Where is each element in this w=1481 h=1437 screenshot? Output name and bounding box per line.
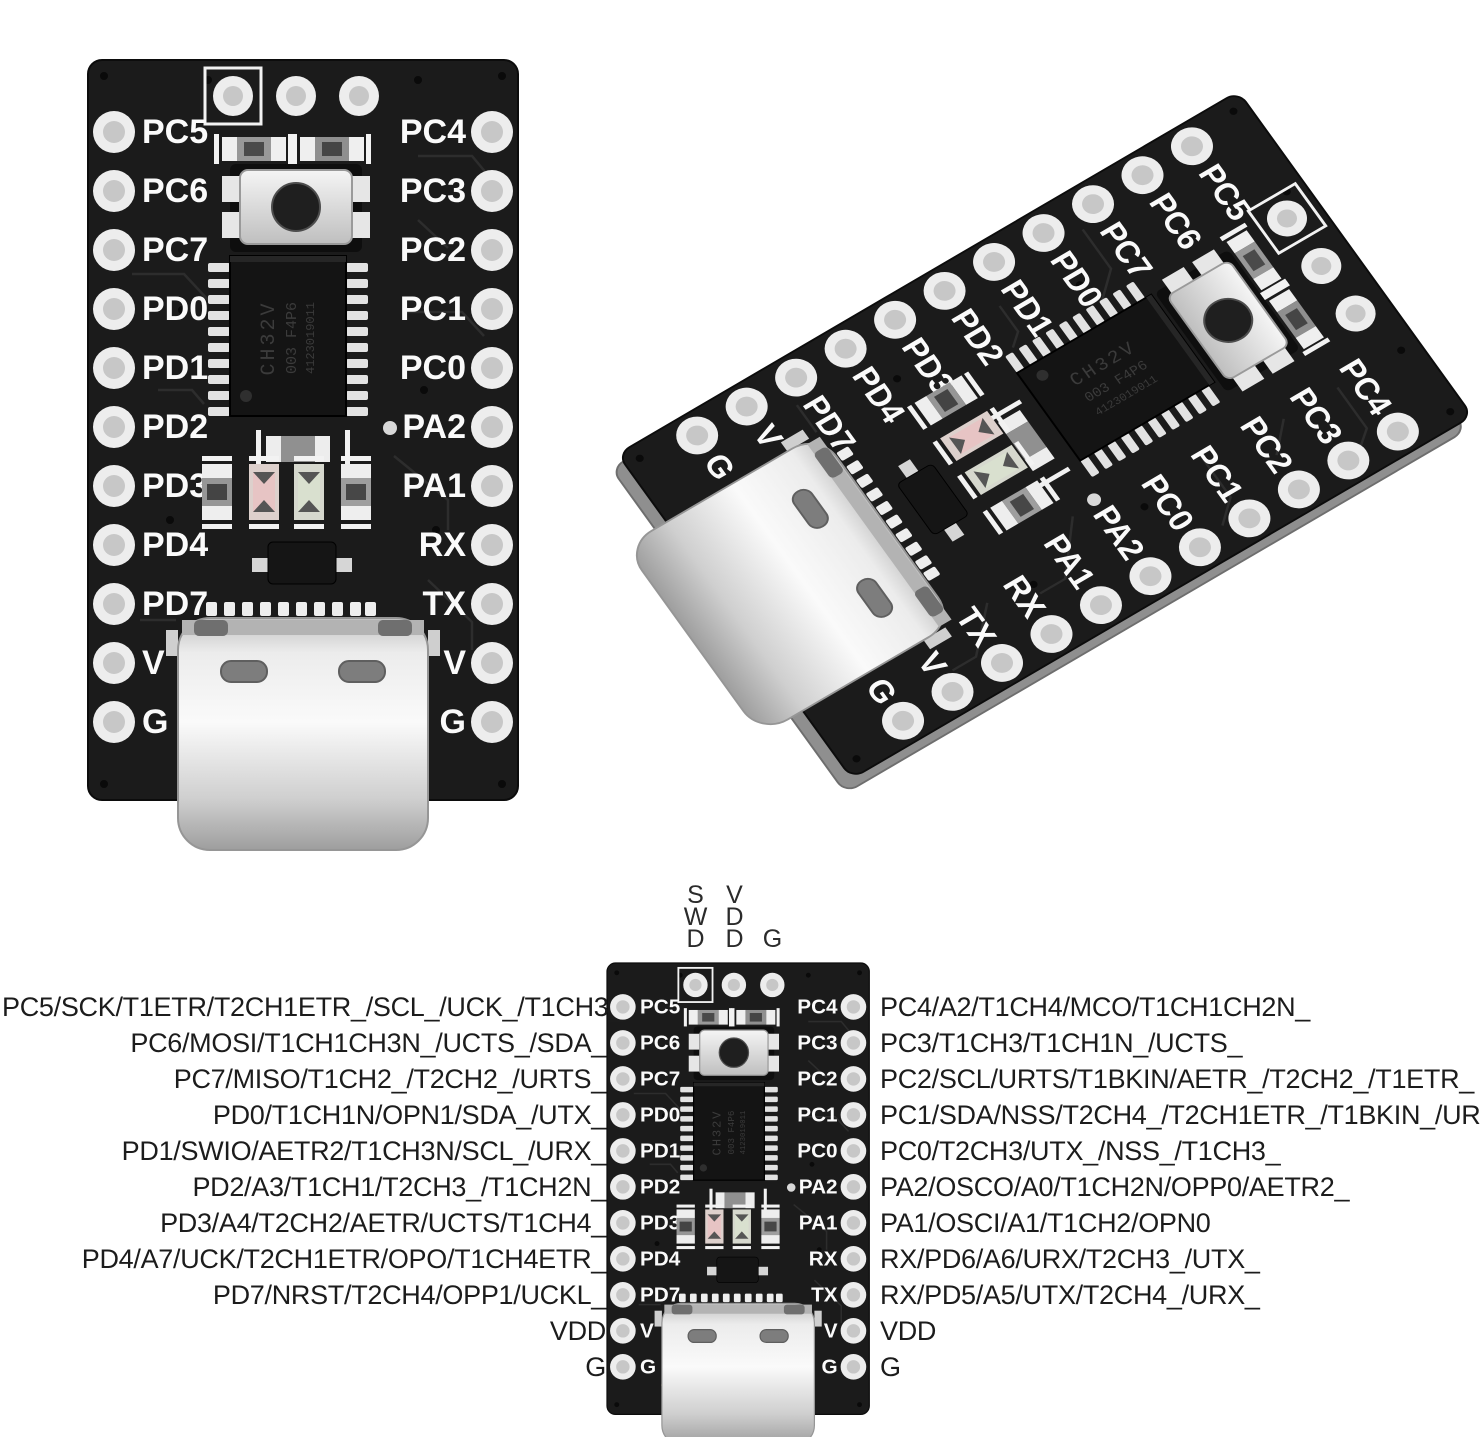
- pin-function-label: PD7/NRST/T2CH4/OPP1/UCKL_: [212, 1280, 606, 1310]
- pinout-top-label-vdd: VDD: [725, 881, 744, 953]
- board-angled-view: [574, 89, 1474, 805]
- pin-function-label: PD2/A3/T1CH1/T2CH3_/T1CH2N_: [192, 1172, 606, 1202]
- pin-function-label: PA1/OSCI/A1/T1CH2/OPN0: [880, 1208, 1211, 1238]
- pin-function-label: G: [585, 1352, 606, 1382]
- pin-function-label: PC2/SCL/URTS/T1BKIN/AETR_/T2CH2_/T1ETR_: [880, 1064, 1474, 1094]
- board-front-view: [86, 58, 520, 852]
- pin-function-label: VDD: [549, 1316, 606, 1346]
- pin-function-label: PC1/SDA/NSS/T2CH4_/T2CH1ETR_/T1BKIN_/URX…: [880, 1100, 1481, 1130]
- pin-function-label: PD4/A7/UCK/T2CH1ETR/OPO/T1CH4ETR_: [81, 1244, 607, 1274]
- pin-function-label: PC5/SCK/T1ETR/T2CH1ETR_/SCL_/UCK_/T1CH3_: [2, 992, 624, 1022]
- pin-function-label: VDD: [880, 1316, 937, 1346]
- pin-function-label: RX/PD6/A6/URX/T2CH3_/UTX_: [880, 1244, 1260, 1274]
- pin-function-label: PD0/T1CH1N/OPN1/SDA_/UTX_: [212, 1100, 606, 1130]
- pin-function-label: PD3/A4/T2CH2/AETR/UCTS/T1CH4_: [160, 1208, 606, 1238]
- pinout-top-label-swd: SWD: [683, 881, 708, 953]
- board-pinout-view: [606, 962, 871, 1437]
- pin-function-label: PC4/A2/T1CH4/MCO/T1CH1CH2N_: [880, 992, 1311, 1022]
- pin-function-label: PA2/OSCO/A0/T1CH2N/OPP0/AETR2_: [880, 1172, 1350, 1202]
- pin-function-label: PC7/MISO/T1CH2_/T2CH2_/URTS_: [173, 1064, 607, 1094]
- pin-function-label: PC0/T2CH3/UTX_/NSS_/T1CH3_: [880, 1136, 1281, 1166]
- pin-function-label: RX/PD5/A5/UTX/T2CH4_/URX_: [880, 1280, 1260, 1310]
- pinout-top-label-g: G: [762, 925, 783, 953]
- pin-function-label: PC3/T1CH3/T1CH1N_/UCTS_: [880, 1028, 1243, 1058]
- pin-function-label: PC6/MOSI/T1CH1CH3N_/UCTS_/SDA_: [130, 1028, 606, 1058]
- pin-function-label: G: [880, 1352, 901, 1382]
- pin-function-label: PD1/SWIO/AETR2/T1CH3N/SCL_/URX_: [121, 1136, 607, 1166]
